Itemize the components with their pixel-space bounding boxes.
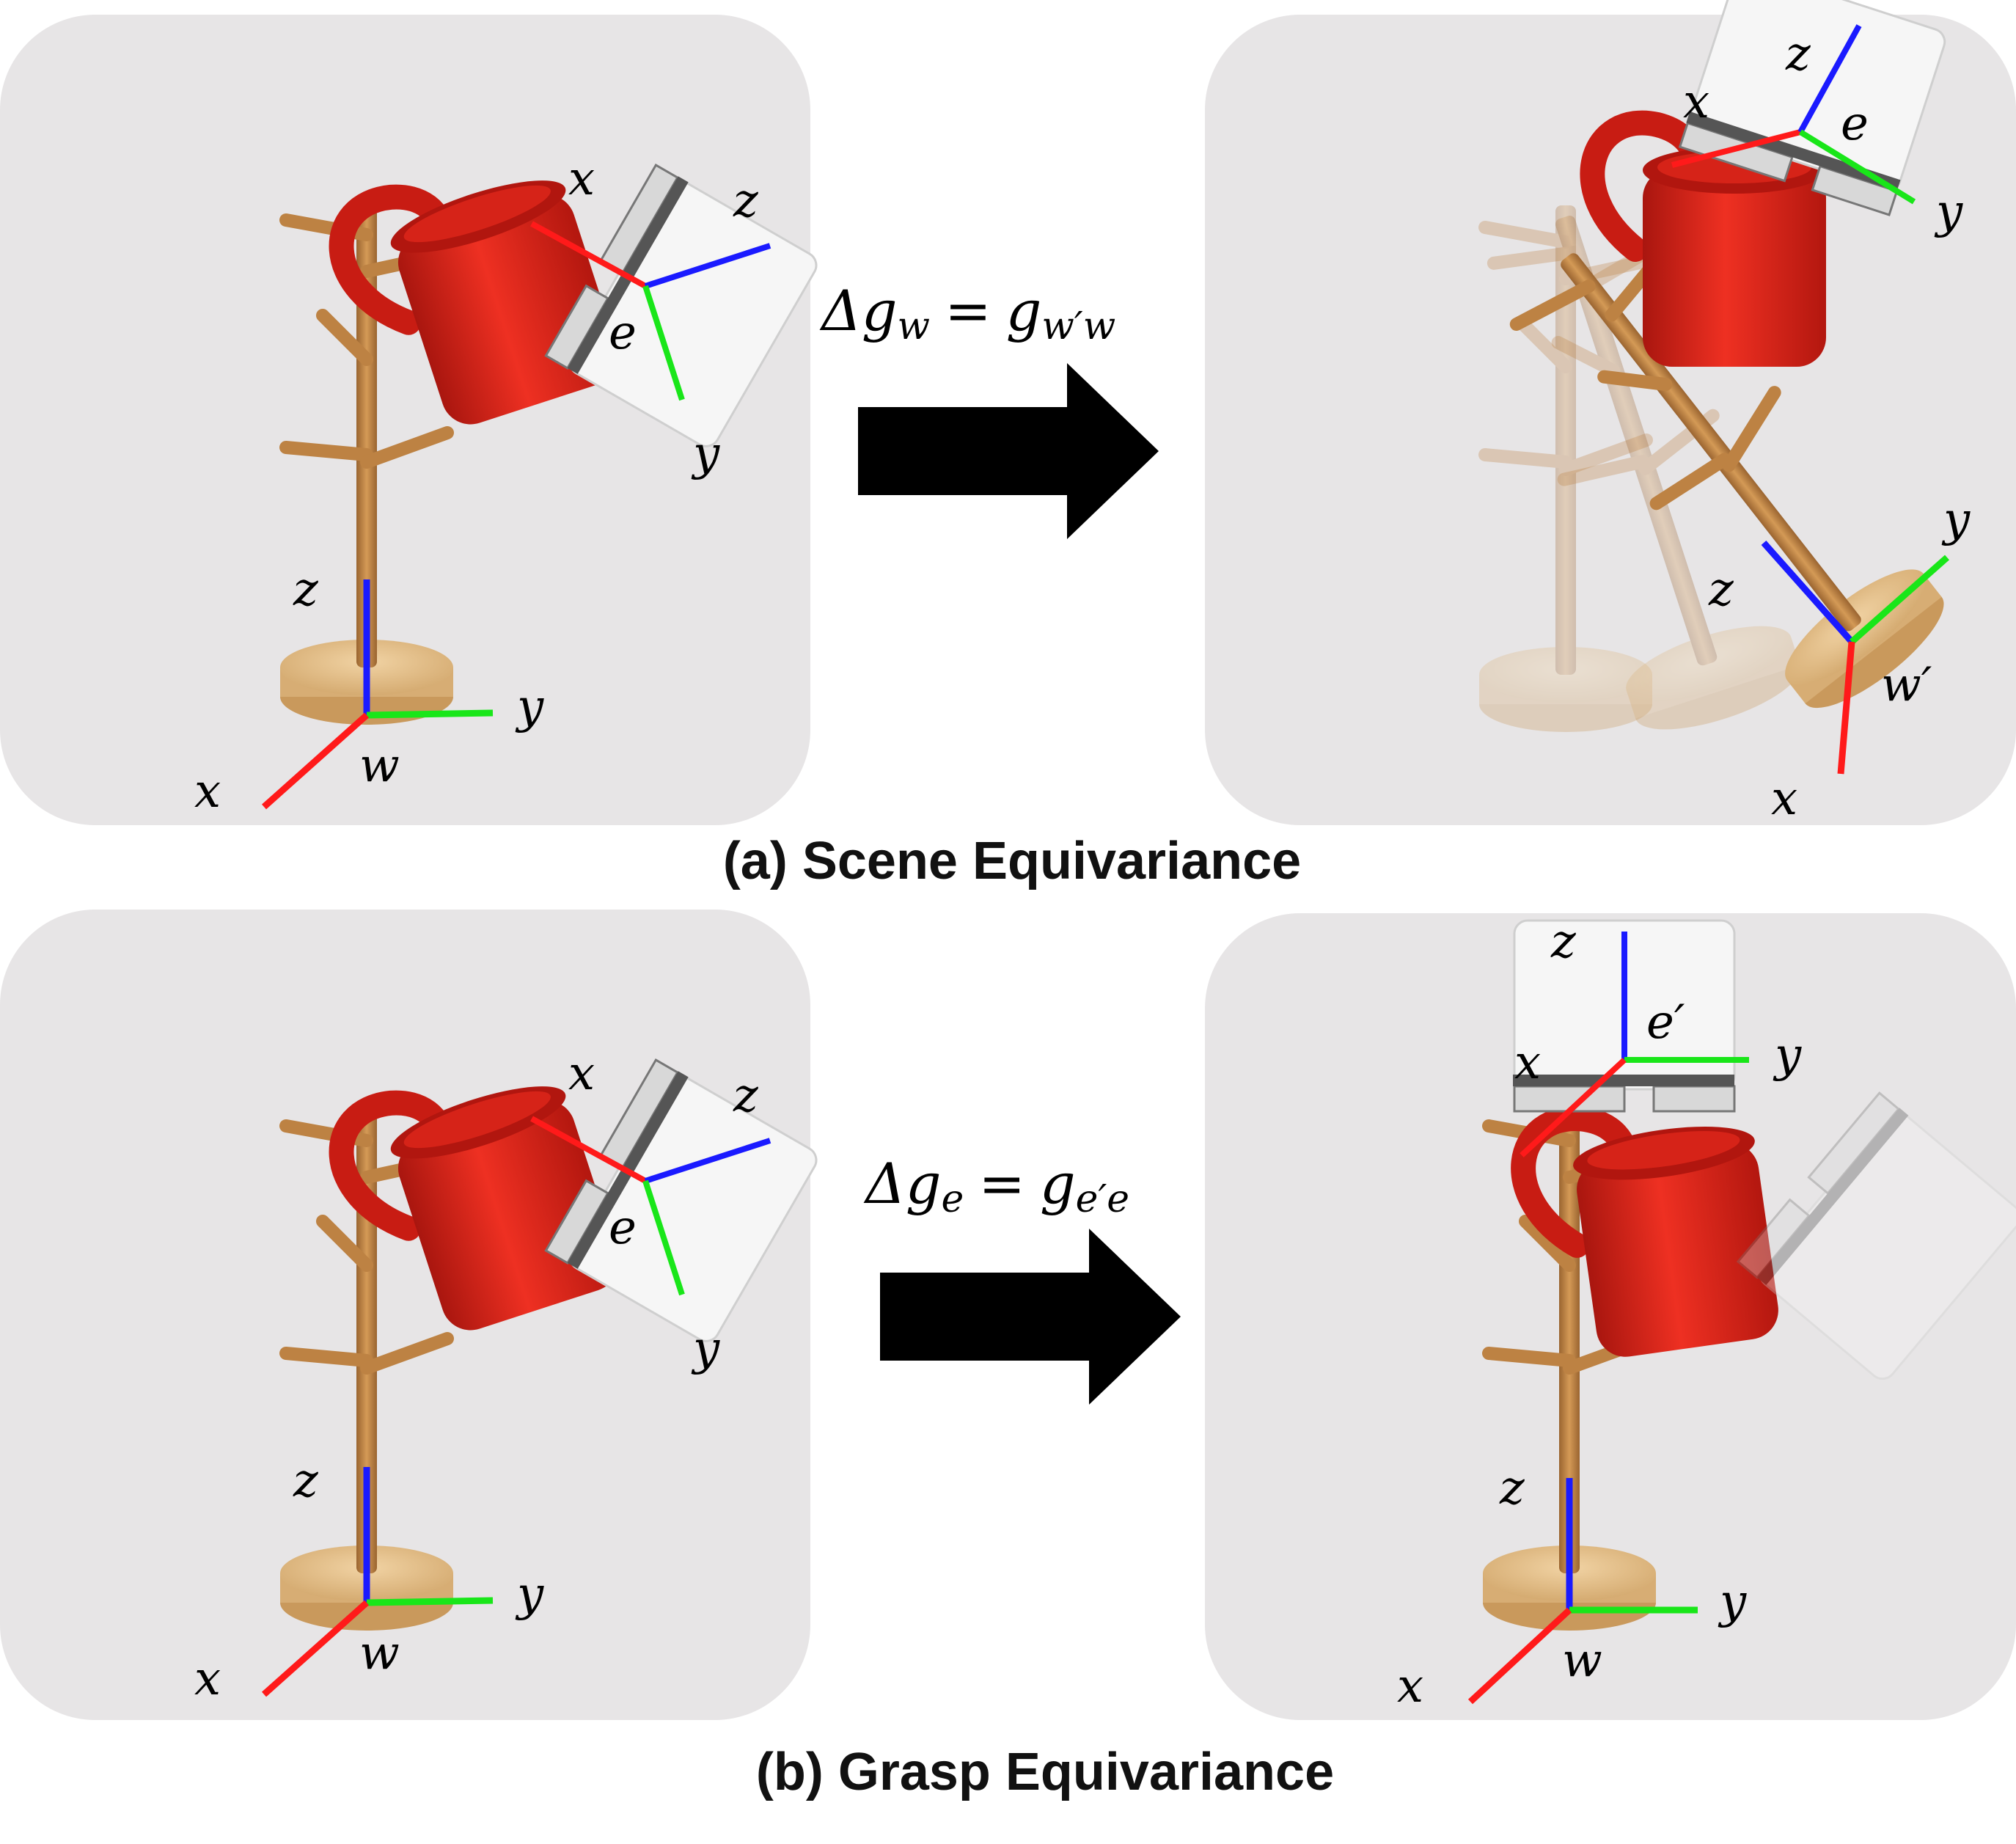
frame-label-e: e <box>1841 97 1869 151</box>
equation-grasp: Δge =ge′e <box>863 1151 1129 1221</box>
axis-label-z: z <box>293 563 319 617</box>
ee-axis-x <box>530 1116 647 1184</box>
world-axis-x <box>262 712 369 810</box>
ee-axis-y <box>642 1179 685 1296</box>
axis-label-y: y <box>1941 493 1971 547</box>
axis-label-x: x <box>1771 772 1797 826</box>
ee-axis-z <box>1797 24 1862 133</box>
axis-label-z: z <box>1785 27 1811 81</box>
axis-label-x: x <box>1683 75 1709 129</box>
axis-label-x: x <box>194 1652 221 1706</box>
axis-label-y: y <box>515 680 544 734</box>
axis-label-x: x <box>1514 1036 1541 1090</box>
frame-label-e: e <box>609 306 637 360</box>
ee-axis-x <box>1520 1058 1627 1157</box>
scene-a-right: x z e y z y w′ x <box>1479 0 1971 826</box>
axis-label-y: y <box>1718 1575 1747 1629</box>
axis-label-x: x <box>194 764 221 819</box>
axis-label-y: y <box>1773 1028 1802 1083</box>
axis-label-z: z <box>733 1069 759 1123</box>
frame-label-w: w <box>359 1626 400 1680</box>
frame-label-e-prime: e′ <box>1646 995 1685 1050</box>
axis-label-z: z <box>733 174 759 228</box>
world-axis-z <box>1761 541 1855 644</box>
world-axis-y <box>366 1597 494 1606</box>
frame-label-e: e <box>609 1201 637 1255</box>
eq-equals: = <box>945 278 991 343</box>
ee-axis-y <box>1798 129 1916 205</box>
axis-label-z: z <box>1499 1461 1525 1515</box>
scene-b-right: z e′ y x z y w x <box>1397 915 2016 1713</box>
caption-grasp: (b) Grasp Equivariance <box>756 1743 1334 1801</box>
axis-label-y: y <box>691 1322 720 1376</box>
caption-scene: (a) Scene Equivariance <box>723 832 1301 890</box>
world-axis-x <box>1837 641 1855 775</box>
transform-arrow-a: Δgw =gw′w <box>819 278 1159 539</box>
frame-label-w-prime: w′ <box>1881 658 1932 712</box>
eq-rhs: g <box>1040 1151 1076 1216</box>
ee-axis-x <box>530 221 647 289</box>
frame-label-w: w <box>359 739 400 793</box>
eq-delta: Δg <box>819 278 898 343</box>
world-axis-y <box>1850 555 1949 645</box>
ee-axis-x <box>1671 129 1801 168</box>
axis-label-x: x <box>1397 1659 1423 1713</box>
ee-axis-z <box>644 243 771 289</box>
axis-label-y: y <box>515 1567 544 1622</box>
panel-a-left <box>0 15 810 825</box>
axis-label-z: z <box>1550 915 1577 969</box>
scene-b-left: x z e y z y w x <box>194 1047 824 1706</box>
panel-b-left <box>0 910 810 1720</box>
right-arrow-icon <box>858 363 1159 539</box>
axis-label-y: y <box>691 427 720 481</box>
ee-axis-y <box>642 285 685 401</box>
axis-label-x: x <box>568 152 595 206</box>
scene-a-left: x z e y z y w x <box>194 143 824 819</box>
eq-equals: = <box>978 1151 1025 1216</box>
eq-rhs-sub: e′e <box>1076 1177 1129 1221</box>
axis-label-z: z <box>293 1454 319 1508</box>
ee-axis-z <box>644 1138 771 1184</box>
world-axis-x <box>1467 1607 1572 1705</box>
axis-label-y: y <box>1934 185 1963 239</box>
right-arrow-icon <box>880 1229 1181 1405</box>
axis-label-z: z <box>1708 563 1734 617</box>
eq-delta: Δg <box>863 1151 942 1216</box>
equation-scene: Δgw =gw′w <box>819 278 1115 348</box>
frame-label-w: w <box>1562 1633 1602 1688</box>
eq-delta-sub: w <box>898 304 931 348</box>
world-axis-y <box>366 709 494 719</box>
eq-rhs: g <box>1006 278 1042 343</box>
eq-rhs-sub: w′w <box>1041 304 1115 348</box>
world-axis-x <box>262 1600 369 1697</box>
eq-delta-sub: e <box>942 1177 964 1221</box>
axis-label-x: x <box>568 1047 595 1101</box>
transform-arrow-b: Δge =ge′e <box>863 1151 1181 1405</box>
